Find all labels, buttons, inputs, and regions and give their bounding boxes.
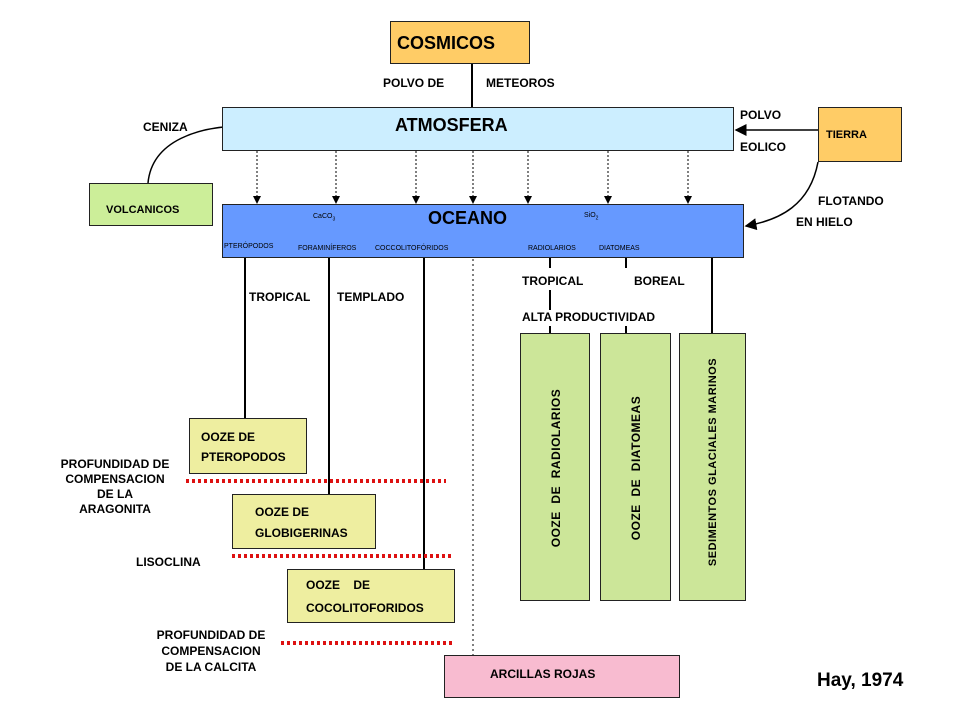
pteropodos-small-label: PTERÓPODOS <box>224 243 274 250</box>
settling-lines <box>244 226 713 569</box>
ooze-cocolitoforidos-line1: OOZE DE <box>306 578 371 592</box>
flotando-label: FLOTANDO <box>818 194 884 208</box>
ooze-globigerinas-box: OOZE DE GLOBIGERINAS <box>232 494 376 549</box>
tropical-left-label: TROPICAL <box>249 290 311 304</box>
ooze-diatomeas-box: OOZE DE DIATOMEAS <box>600 333 671 601</box>
lisoclina-label: LISOCLINA <box>136 555 201 569</box>
arcillas-rojas-label: ARCILLAS ROJAS <box>490 667 596 681</box>
atmosfera-label: ATMOSFERA <box>395 115 508 135</box>
meteoros-label: METEOROS <box>486 76 555 90</box>
citation: Hay, 1974 <box>817 670 904 691</box>
tierra-label: TIERRA <box>826 129 867 141</box>
ooze-pteropodos-line1: OOZE DE <box>201 430 256 444</box>
arcillas-rojas-box: ARCILLAS ROJAS <box>444 655 680 698</box>
ooze-cocolitoforidos-line2: COCOLITOFORIDOS <box>306 601 424 615</box>
tropical-right-label: TROPICAL <box>522 274 584 288</box>
ooze-radiolarios-box: OOZE DE RADIOLARIOS <box>520 333 590 601</box>
sedimentos-glaciales-label: SEDIMENTOS GLACIALES MARINOS <box>707 357 719 567</box>
volcanicos-box: VOLCANICOS <box>89 183 213 226</box>
prof-aragonita-label: PROFUNDIDAD DE COMPENSACION DE LA ARAGON… <box>60 457 170 516</box>
cosmicos-box: COSMICOS <box>390 21 530 64</box>
deposition-arrows <box>253 151 692 204</box>
sedimentos-glaciales-box: SEDIMENTOS GLACIALES MARINOS <box>679 333 746 601</box>
ooze-globigerinas-line1: OOZE DE <box>255 505 310 519</box>
cosmicos-label: COSMICOS <box>397 33 496 53</box>
ooze-globigerinas-line2: GLOBIGERINAS <box>255 526 348 540</box>
oceano-label: OCEANO <box>428 208 508 228</box>
ooze-cocolitoforidos-box: OOZE DE COCOLITOFORIDOS <box>287 569 455 623</box>
en-hielo-label: EN HIELO <box>796 215 853 229</box>
ceniza-label: CENIZA <box>143 120 188 134</box>
diatomeas-small-label: DIATOMEAS <box>599 245 640 252</box>
caco3-label: CaCO3 <box>313 213 336 223</box>
ooze-diatomeas-label: OOZE DE DIATOMEAS <box>629 395 643 541</box>
ooze-pteropodos-box: OOZE DE PTEROPODOS <box>189 418 307 474</box>
polvo-label: POLVO <box>740 108 782 122</box>
foraminiferos-small-label: FORAMINÍFEROS <box>298 245 357 252</box>
polvo-de-label: POLVO DE <box>383 76 445 90</box>
ooze-pteropodos-line2: PTEROPODOS <box>201 450 286 464</box>
ooze-radiolarios-label: OOZE DE RADIOLARIOS <box>549 388 563 548</box>
templado-label: TEMPLADO <box>337 290 405 304</box>
volcanicos-label: VOLCANICOS <box>106 204 180 216</box>
hielo-arrow <box>744 161 819 231</box>
coccolitoforidos-small-label: COCCOLITOFÓRIDOS <box>375 245 449 252</box>
eolico-label: EOLICO <box>740 140 787 154</box>
alta-productividad-label: ALTA PRODUCTIVIDAD <box>522 310 656 324</box>
compensation-lines <box>186 479 454 645</box>
atmosfera-box: ATMOSFERA <box>222 107 734 151</box>
radiolarios-small-label: RADIOLARIOS <box>528 245 576 252</box>
prof-calcita-label: PROFUNDIDAD DE COMPENSACION DE LA CALCIT… <box>156 628 266 674</box>
sio2-label: SiO2 <box>584 212 599 222</box>
boreal-label: BOREAL <box>634 274 685 288</box>
tierra-box: TIERRA <box>818 107 902 162</box>
oceano-box: OCEANO CaCO3 SiO2 PTERÓPODOS FORAMINÍFER… <box>222 204 744 258</box>
